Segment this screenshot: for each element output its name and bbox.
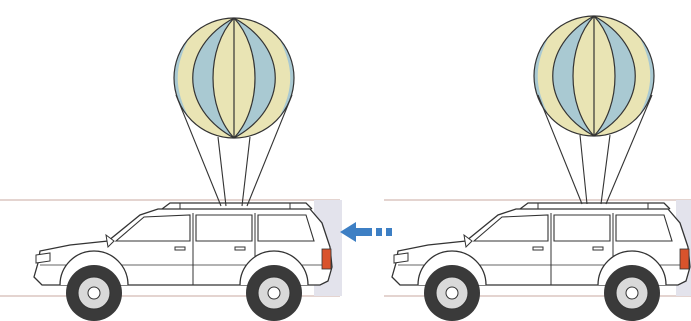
- suv-left: [34, 203, 332, 321]
- left-panel: [34, 18, 332, 321]
- motion-arrow: [340, 222, 392, 242]
- right-panel: [392, 16, 690, 321]
- balloon-left: [174, 18, 294, 138]
- suv-right: [392, 203, 690, 321]
- balloon-right: [534, 16, 654, 136]
